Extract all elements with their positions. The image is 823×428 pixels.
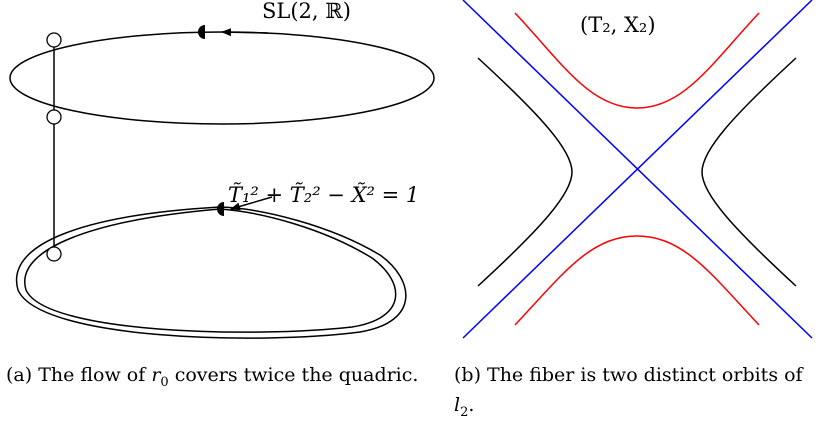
right-black-branch — [701, 57, 797, 287]
caption-b-var: l — [454, 394, 461, 416]
top-half-disk-marker — [198, 25, 205, 39]
upper-red-branch — [514, 12, 760, 109]
caption-b-sub: 2 — [460, 404, 469, 420]
bottom-loop-outer — [15, 206, 407, 339]
top-ellipse — [9, 31, 435, 125]
bottom-point-circle — [46, 246, 62, 262]
caption-b-prefix: (b) The fiber is two distinct orbits of — [454, 364, 803, 386]
top-label-t2-x2: (T₂, X₂) — [580, 13, 656, 37]
caption-b-suffix: . — [468, 394, 475, 416]
panel-b: (T₂, X₂) — [462, 0, 813, 339]
bottom-label-quadric-equation: T̃₁² + T̃₂² − X̃² = 1 — [228, 183, 419, 207]
caption-a-var: r — [151, 364, 161, 386]
caption-panel-b: (b) The fiber is two distinct orbits of … — [454, 360, 823, 428]
caption-a-suffix: covers twice the quadric. — [168, 364, 419, 386]
caption-a-sub: 0 — [160, 374, 169, 390]
bottom-loop-inner — [24, 208, 397, 333]
top-label-arrow — [221, 28, 269, 37]
top-label-sl2r: SL(2, ℝ) — [262, 0, 351, 23]
top-ellipse-point-circle — [46, 32, 62, 48]
bottom-half-disk-marker — [217, 202, 224, 216]
caption-a-prefix: (a) The flow of — [6, 364, 152, 386]
middle-point-circle — [46, 109, 62, 125]
bottom-label-arrow — [230, 196, 273, 211]
asymptote-line-ascending — [462, 0, 813, 339]
left-black-branch — [477, 57, 573, 287]
caption-panel-a: (a) The flow of r0 covers twice the quad… — [6, 360, 426, 398]
panel-a: SL(2, ℝ) T̃₁² + T̃₂² − X̃² = 1 — [9, 0, 435, 339]
lower-red-branch — [514, 235, 760, 326]
